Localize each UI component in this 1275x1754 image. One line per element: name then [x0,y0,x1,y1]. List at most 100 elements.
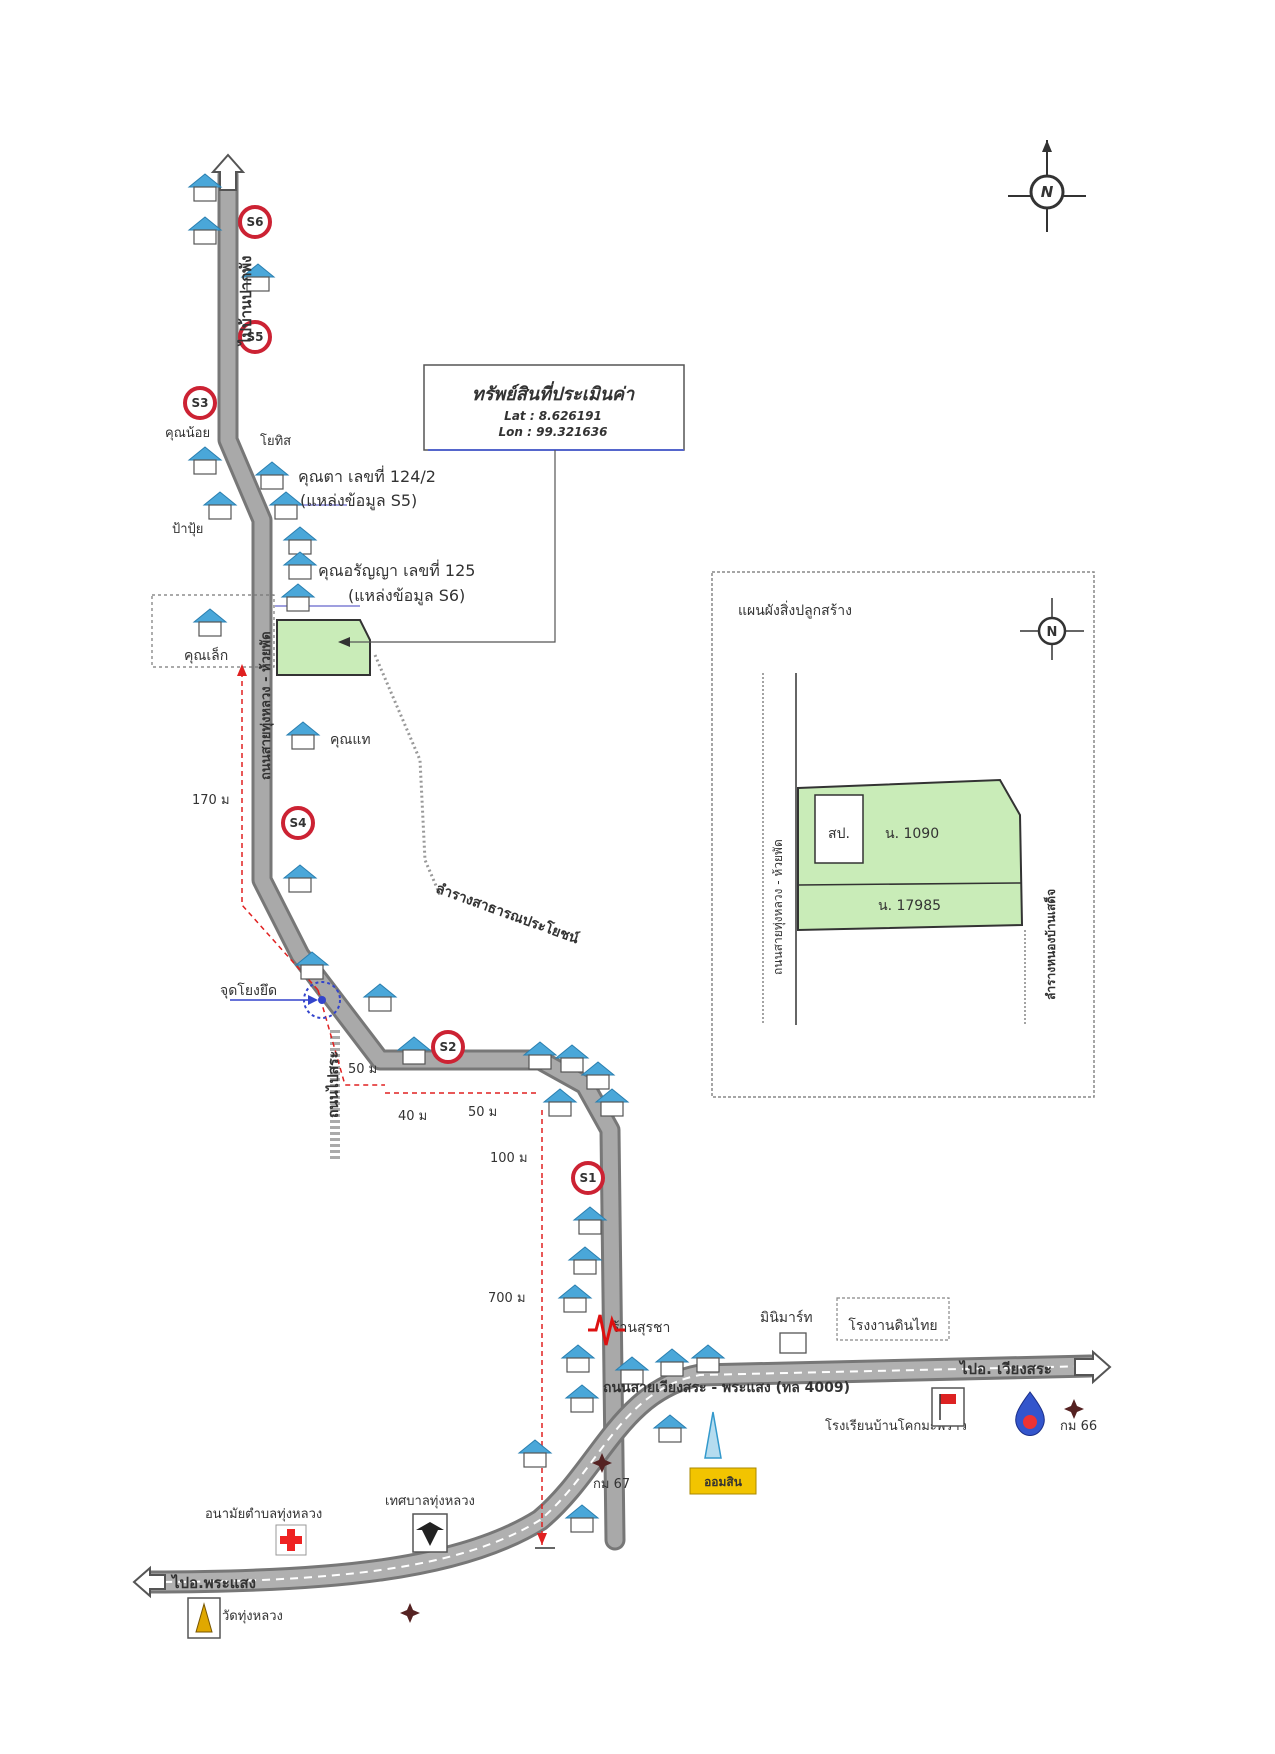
label-khun-noi: คุณน้อย [165,426,210,441]
house-icon [568,1246,602,1275]
to-wiangsa-label: ไปอ. เวียงสระ [958,1359,1052,1378]
marker-s4: S4 [281,806,315,840]
house-icon [555,1044,589,1073]
house-icon [565,1504,599,1533]
marker-s3: S3 [183,386,217,420]
road-north-label: ไปบ้านปากพัง [236,255,255,347]
svg-text:S5: S5 [247,330,264,344]
property-lat: Lat : 8.626191 [504,409,602,423]
fuel-station-icon [1015,1391,1045,1436]
temple-icon [187,1597,221,1639]
south-star-icon [400,1603,420,1623]
inset-deed1: น. 1090 [885,826,939,842]
label-minimart: มินิมาร์ท [760,1309,813,1326]
svg-text:S1: S1 [580,1171,597,1185]
distance-700: 700 ม [488,1291,526,1306]
svg-text:N: N [1041,183,1054,201]
svg-text:S2: S2 [440,1040,457,1054]
label-reference-point: จุดโยงยึด [220,982,277,999]
house-icon [363,983,397,1012]
distance-100: 100 ม [490,1151,528,1166]
house-icon [558,1284,592,1313]
marker-s1: S1 [571,1161,605,1195]
highway [138,1354,1102,1594]
label-khun-tae: คุณแท [330,732,371,748]
distance-lines [241,672,543,1545]
road-north-arrow [210,153,246,191]
shop-zigzag-icon [588,1314,625,1346]
subject-plot[interactable] [276,619,371,676]
highway-west-arrow [132,1565,166,1599]
svg-text:S4: S4 [290,816,307,830]
house-icon [283,551,317,580]
inset-compass-icon: N [1020,598,1084,660]
house-icon [397,1036,431,1065]
road-hwy-label: ถนนสายเวียงสระ - พระแสง (ทล 4009) [603,1380,850,1396]
km66-star-icon [1064,1399,1084,1419]
house-icon [543,1088,577,1117]
pond-road-label: ถนนไปสระ [324,1051,342,1118]
svg-text:ออมสิน: ออมสิน [704,1475,743,1489]
house-icon [655,1348,689,1377]
marker-s2: S2 [431,1030,465,1064]
label-source-s5: (แหล่งข้อมูล S5) [300,491,417,511]
gsb-bank-icon: ออมสิน [689,1467,757,1495]
municipality-garuda-icon [412,1513,448,1553]
house-icon [203,491,237,520]
label-health-center: อนามัยตำบลทุ่งหลวง [205,1507,322,1522]
house-icon [518,1439,552,1468]
house-icon [286,721,320,750]
house-icon [283,526,317,555]
to-phrasaeng-label: ไปอ.พระแสง [170,1573,256,1592]
distance-50b: 50 ม [468,1105,497,1120]
house-icon [581,1061,615,1090]
neighbour-khun-lek-box [151,594,275,668]
label-khun-ta: คุณตา เลขที่ 124/2 [298,465,436,487]
house-icon [561,1344,595,1373]
house-icon [523,1041,557,1070]
canal-line [373,654,442,896]
label-source-s6: (แหล่งข้อมูล S6) [348,586,465,606]
marker-s5: S5 [238,320,272,354]
factory-box [836,1297,950,1341]
house-icon [653,1414,687,1443]
house-icon [188,216,222,245]
label-shop: ร้านสุรชา [612,1320,670,1336]
property-title: ทรัพย์สินที่ประเมินค่า [472,381,635,405]
health-center-cross-icon [275,1524,307,1556]
svg-text:N: N [1047,625,1058,640]
svg-text:S6: S6 [247,215,264,229]
label-yothin: โยทิส [260,433,291,449]
highway-east-arrow [1074,1349,1112,1385]
canal-label: ลำรางสาธารณประโยชน์ [434,879,582,948]
property-info-box [338,364,685,647]
label-km66: กม 66 [1060,1419,1097,1434]
inset-road-right: ลำรางหนองบ้านเสด็จ [1043,889,1058,1000]
distance-170: 170 ม [192,793,230,808]
label-municipality: เทศบาลทุ่งหลวง [385,1494,475,1509]
km67-star-icon [592,1453,612,1473]
label-temple: วัดทุ่งหลวง [222,1609,283,1624]
distance-40: 40 ม [398,1109,427,1124]
house-icon [269,491,303,520]
house-icon [565,1384,599,1413]
property-lon: Lon : 99.321636 [499,425,608,439]
spire-icon [704,1411,722,1459]
road-main-label: ถนนสายทุ่งหลวง - ห้วยพัด [258,631,274,780]
inset-building [814,794,864,864]
minimart-icon [779,1332,807,1354]
house-icon [188,446,222,475]
label-km67: กม 67 [593,1477,630,1492]
main-road [217,164,626,1551]
house-icon [188,173,222,202]
house-icon [281,583,315,612]
label-khun-lek: คุณเล็ก [184,646,228,664]
house-icon [255,461,289,490]
house-icon [691,1344,725,1373]
inset-deed2: น. 17985 [878,898,941,914]
distance-50a: 50 ม [348,1062,377,1077]
svg-text:S3: S3 [192,396,209,410]
compass-icon: N [1008,140,1086,232]
reference-point [230,981,341,1019]
